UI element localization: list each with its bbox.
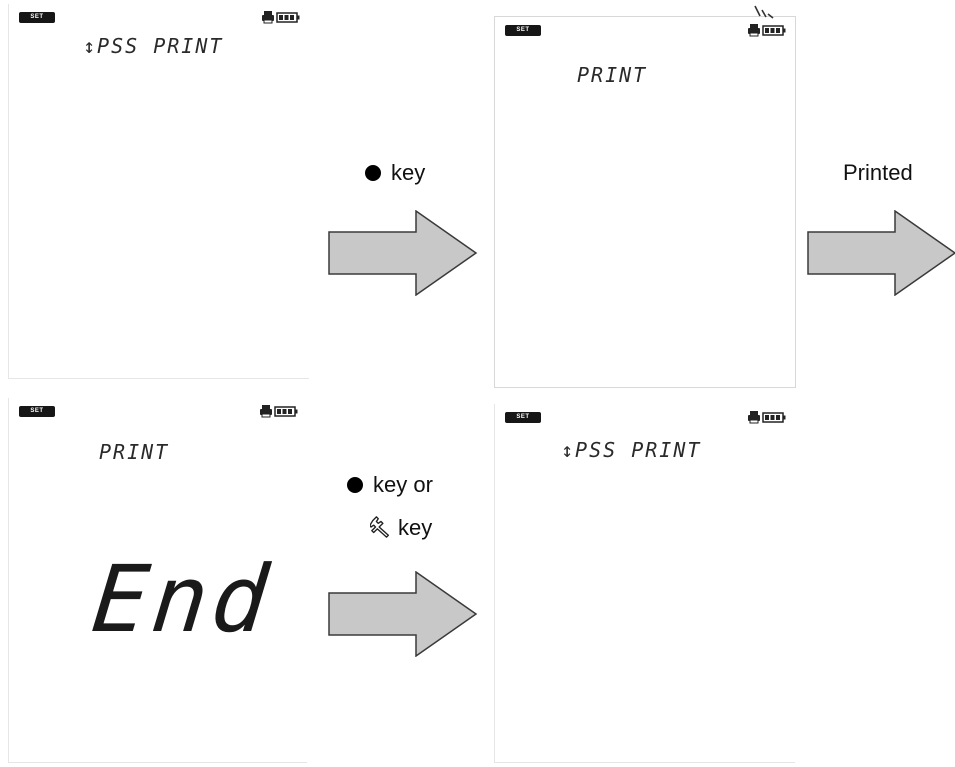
printer-battery-icon <box>748 411 786 424</box>
lcd-end-text: End <box>87 546 277 653</box>
lcd-screen-print-end: SET PRINT End <box>8 398 307 763</box>
lcd-text-line: ↕PSS PRINT <box>83 34 224 58</box>
blink-indicator-icon <box>754 5 774 19</box>
right-arrow <box>807 210 955 296</box>
lcd-screen-pss-print-top: SET ↕PSS PRINT <box>8 4 309 379</box>
step-label-key: key <box>365 160 425 186</box>
set-badge: SET <box>19 406 55 417</box>
wrench-icon <box>370 516 390 538</box>
lcd-screen-printing: SET PRINT <box>494 16 796 388</box>
lcd-text-line: ↕PSS PRINT <box>561 438 702 462</box>
set-badge: SET <box>505 25 541 36</box>
right-arrow <box>328 210 478 296</box>
printer-battery-icon <box>260 405 298 418</box>
filled-circle-icon <box>365 165 381 181</box>
step-label-wrench-key: key <box>370 515 432 541</box>
lcd-text-line: PRINT <box>577 63 648 87</box>
printer-battery-icon <box>262 11 300 24</box>
lcd-text-line: PRINT <box>99 440 170 464</box>
set-badge: SET <box>19 12 55 23</box>
step-label-printed: Printed <box>843 160 913 185</box>
filled-circle-icon <box>347 477 363 493</box>
right-arrow <box>328 571 478 657</box>
set-badge: SET <box>505 412 541 423</box>
lcd-screen-pss-print-bottom: SET ↕PSS PRINT <box>494 404 795 763</box>
printer-battery-icon <box>748 24 786 37</box>
step-label-key-or: key or <box>347 472 433 498</box>
